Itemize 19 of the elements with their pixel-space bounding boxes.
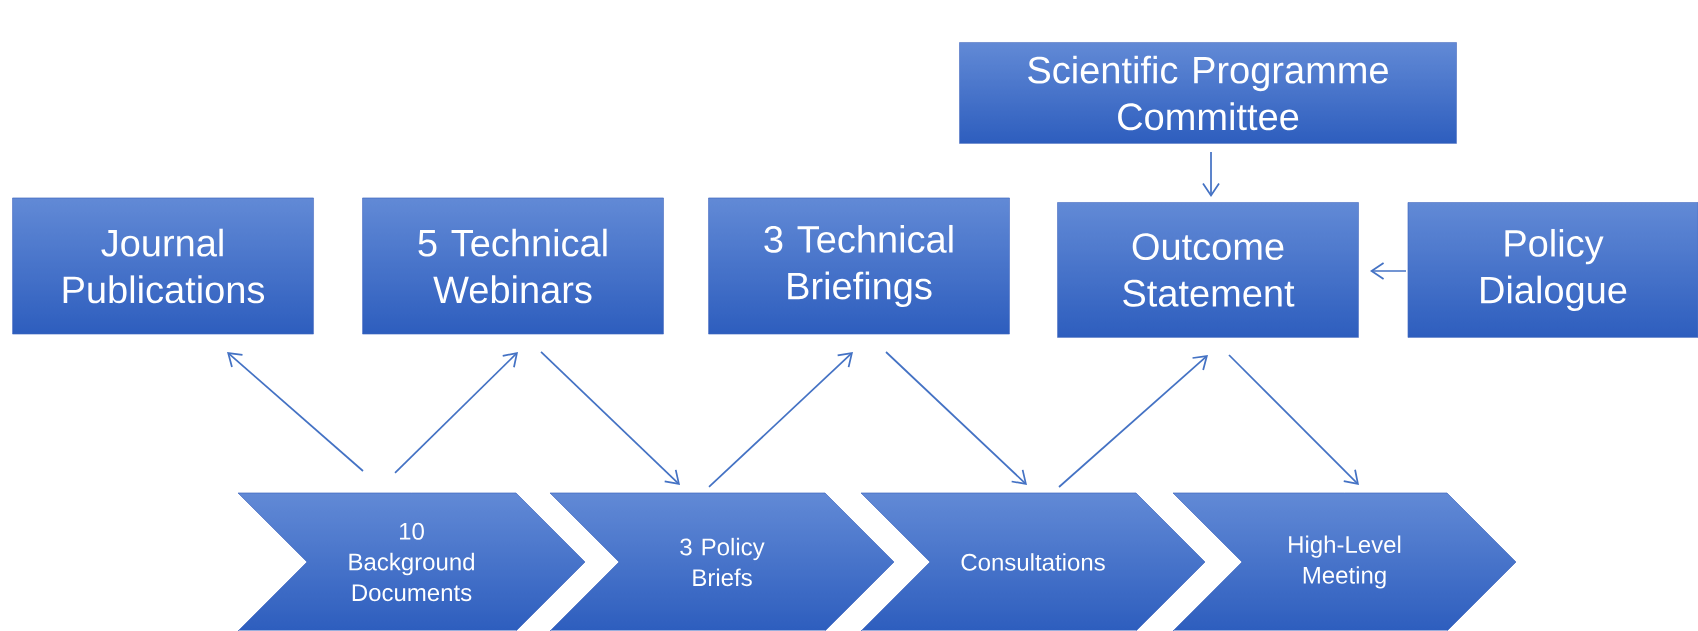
process-step: Consultations — [860, 492, 1206, 631]
process-box: Outcome Statement — [1057, 202, 1359, 338]
arrow — [885, 351, 1027, 485]
arrow — [1058, 355, 1208, 488]
process-box: Policy Dialogue — [1407, 202, 1698, 338]
arrow — [227, 352, 364, 472]
process-box: Journal Publications — [12, 197, 314, 335]
process-step: 10 Background Documents — [237, 492, 586, 631]
process-box: 5 Technical Webinars — [362, 197, 664, 335]
process-box: 3 Technical Briefings — [708, 197, 1010, 335]
arrow — [540, 351, 680, 485]
arrow — [1202, 151, 1220, 197]
arrow — [708, 352, 853, 488]
process-box: Scientific Programme Committee — [959, 42, 1457, 144]
arrow — [1228, 354, 1359, 485]
process-step: 3 Policy Briefs — [549, 492, 895, 631]
arrow — [394, 352, 518, 474]
process-step: High-Level Meeting — [1172, 492, 1517, 631]
arrow — [1370, 262, 1407, 280]
